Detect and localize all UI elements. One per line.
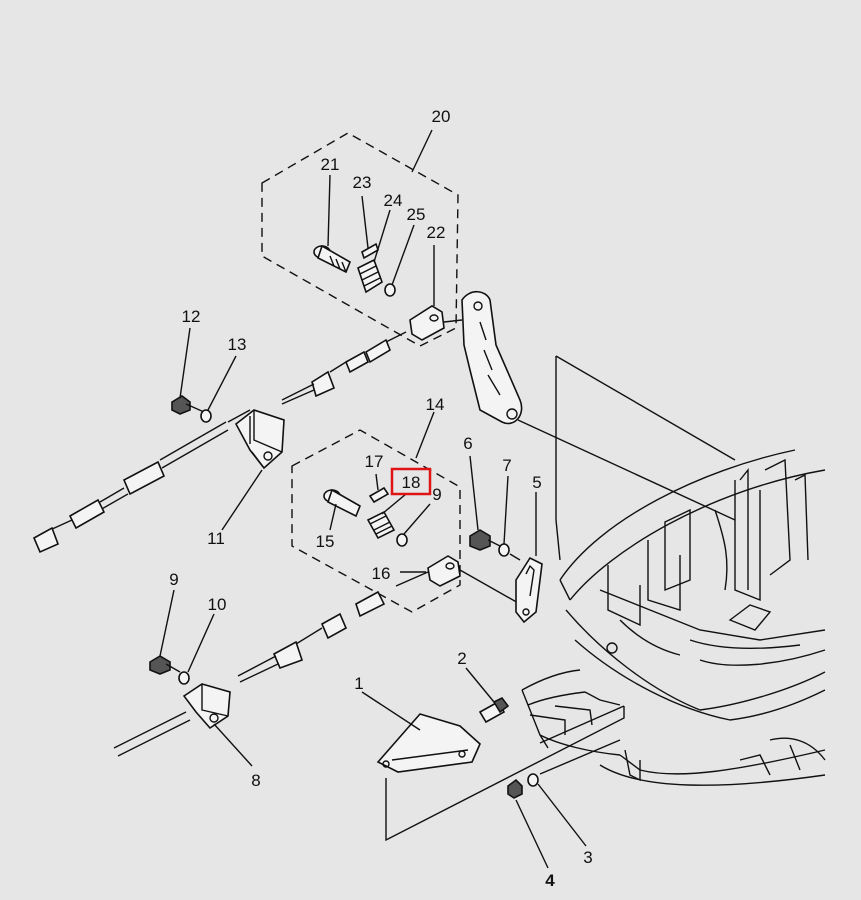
label-part-10[interactable]: 10: [208, 595, 227, 614]
nut-3: [527, 773, 539, 787]
label-part-22[interactable]: 22: [427, 223, 446, 242]
bolt-15: [323, 488, 362, 518]
label-part-12[interactable]: 12: [182, 307, 201, 326]
plate-1-bracket-line: [385, 705, 625, 842]
bolt-12: [171, 395, 205, 415]
nut-link-line: [539, 739, 621, 775]
label-part-5[interactable]: 5: [532, 473, 541, 492]
washer-19: [396, 533, 408, 547]
label-part-18[interactable]: 18: [402, 473, 421, 492]
bracket-11: [234, 409, 285, 470]
label-part-16[interactable]: 16: [372, 564, 391, 583]
throttle-lever: [461, 290, 736, 521]
leader-lines: [159, 129, 587, 869]
link-5: [515, 556, 543, 624]
label-part-9[interactable]: 9: [169, 570, 178, 589]
plate-1: [376, 713, 481, 773]
label-part-8[interactable]: 8: [251, 771, 260, 790]
label-part-11[interactable]: 11: [207, 529, 225, 548]
group-14-boundary: [291, 429, 461, 613]
label-part-20[interactable]: 20: [432, 107, 451, 126]
label-part-2[interactable]: 2: [457, 649, 466, 668]
label-part-7[interactable]: 7: [502, 456, 511, 475]
label-part-14[interactable]: 14: [426, 395, 445, 414]
bolt-6: [469, 529, 501, 551]
washer-7: [498, 543, 521, 561]
label-part-15[interactable]: 15: [316, 532, 335, 551]
spring-18: [366, 510, 396, 540]
pin-17: [368, 486, 390, 504]
bolt-21: [313, 244, 352, 274]
washer-10: [178, 671, 190, 685]
cable-joint-22: [409, 305, 463, 341]
label-part-17[interactable]: 17: [365, 452, 384, 471]
bracket-8: [182, 683, 231, 730]
label-part-24[interactable]: 24: [384, 191, 403, 210]
label-part-6[interactable]: 6: [463, 434, 472, 453]
highlight-box-part-18: [390, 467, 432, 496]
label-part-25[interactable]: 25: [407, 205, 426, 224]
lower-cable: [113, 571, 429, 757]
label-part-3[interactable]: 3: [583, 848, 592, 867]
part-labels: 20 21 23 24 25 22 12 13 14 6 7 17 18 9 5…: [169, 107, 592, 890]
cable-joint-16: [427, 555, 521, 605]
nut-4: [507, 778, 523, 799]
upper-cable: [32, 331, 407, 554]
bolt-9: [149, 655, 181, 675]
screw-2: [478, 696, 510, 724]
label-part-19-partial[interactable]: 9: [432, 485, 441, 504]
engine-housing: [555, 355, 826, 721]
label-part-21[interactable]: 21: [321, 155, 340, 174]
label-part-4[interactable]: 4: [545, 871, 555, 890]
spring-24: [357, 258, 383, 294]
label-part-23[interactable]: 23: [353, 173, 372, 192]
lower-housing: [521, 669, 826, 786]
washer-25: [384, 283, 396, 297]
label-part-1[interactable]: 1: [354, 674, 363, 693]
washer-13: [200, 409, 212, 423]
label-part-13[interactable]: 13: [228, 335, 247, 354]
